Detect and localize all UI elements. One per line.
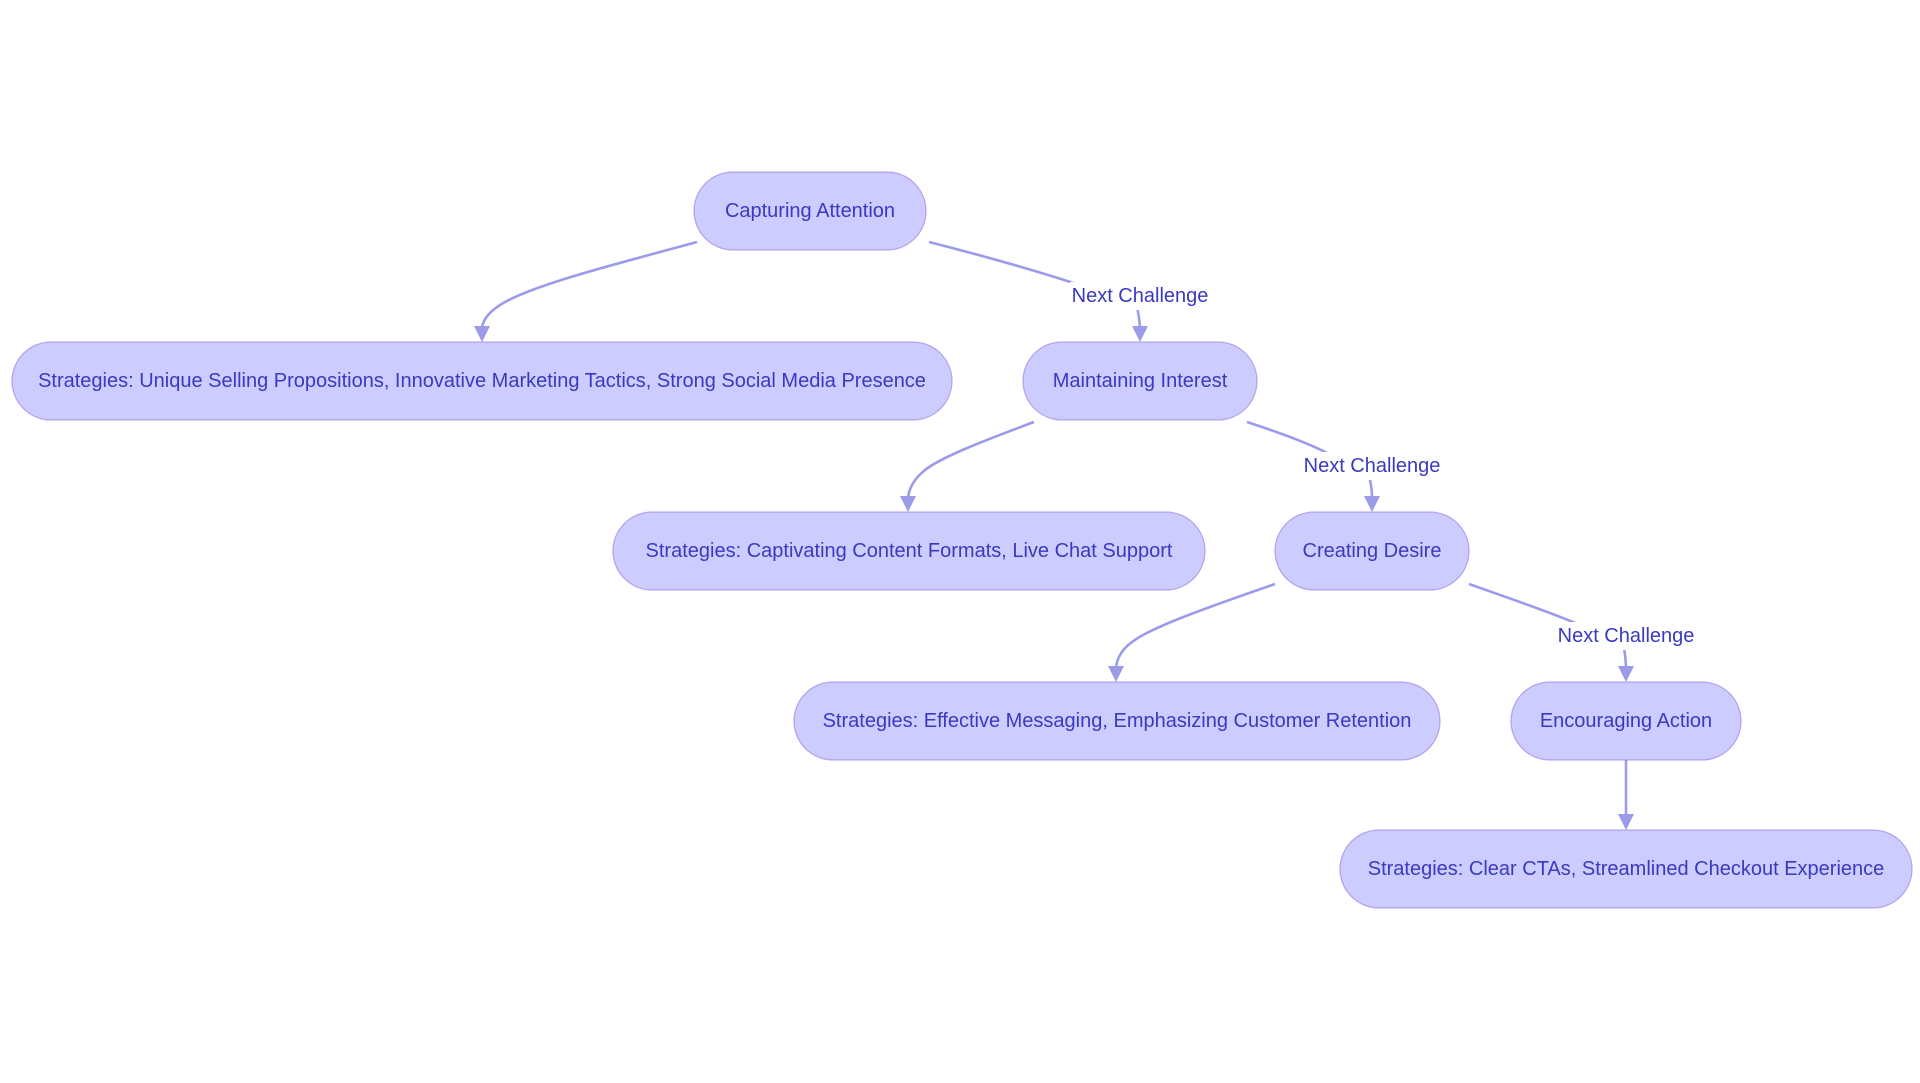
arrow-head-icon <box>900 496 916 512</box>
node-label: Strategies: Captivating Content Formats,… <box>646 540 1173 562</box>
edge-capturing-to-strategies-1 <box>474 240 698 342</box>
edge-label-background <box>1070 282 1210 310</box>
edge-label: Next Challenge <box>1304 455 1441 477</box>
arrow-head-icon <box>1618 814 1634 830</box>
node-label: Strategies: Unique Selling Propositions,… <box>38 370 926 392</box>
node-capturing-attention[interactable]: Capturing Attention <box>693 171 927 251</box>
edge-label: Next Challenge <box>1072 285 1209 307</box>
arrow-head-icon <box>474 326 490 342</box>
node-strategies-3[interactable]: Strategies: Effective Messaging, Emphasi… <box>793 681 1441 761</box>
node-label: Encouraging Action <box>1540 710 1712 732</box>
node-label: Strategies: Clear CTAs, Streamlined Chec… <box>1368 858 1885 880</box>
edges: Next Challenge Next Challenge Next Chall… <box>474 240 1696 830</box>
edge-label-background <box>1302 452 1442 480</box>
node-strategies-4[interactable]: Strategies: Clear CTAs, Streamlined Chec… <box>1339 829 1913 909</box>
edge-desire-to-strategies-3 <box>1108 582 1276 682</box>
edge-line <box>906 420 1035 501</box>
node-box <box>693 171 927 251</box>
edge-capturing-to-maintaining: Next Challenge <box>928 240 1210 342</box>
edge-maintaining-to-strategies-2 <box>900 420 1035 512</box>
edge-desire-to-action: Next Challenge <box>1468 582 1696 682</box>
edge-line <box>1114 582 1276 671</box>
node-box <box>1339 829 1913 909</box>
node-box <box>1022 341 1258 421</box>
node-box <box>1510 681 1742 761</box>
node-box <box>612 511 1206 591</box>
edge-label: Next Challenge <box>1558 625 1695 647</box>
arrow-head-icon <box>1108 666 1124 682</box>
node-label: Maintaining Interest <box>1053 370 1228 392</box>
edge-action-to-strategies-4 <box>1618 760 1634 830</box>
node-label: Creating Desire <box>1303 540 1442 562</box>
node-strategies-2[interactable]: Strategies: Captivating Content Formats,… <box>612 511 1206 591</box>
node-box <box>11 341 953 421</box>
node-strategies-1[interactable]: Strategies: Unique Selling Propositions,… <box>11 341 953 421</box>
node-label: Capturing Attention <box>725 200 895 222</box>
node-label: Strategies: Effective Messaging, Emphasi… <box>823 710 1412 732</box>
arrow-head-icon <box>1132 326 1148 342</box>
node-box <box>793 681 1441 761</box>
edge-maintaining-to-desire: Next Challenge <box>1246 420 1442 512</box>
edge-label-background <box>1556 622 1696 650</box>
arrow-head-icon <box>1618 666 1634 682</box>
node-creating-desire[interactable]: Creating Desire <box>1274 511 1470 591</box>
node-encouraging-action[interactable]: Encouraging Action <box>1510 681 1742 761</box>
node-box <box>1274 511 1470 591</box>
nodes: Capturing Attention Strategies: Unique S… <box>11 171 1913 909</box>
node-maintaining-interest[interactable]: Maintaining Interest <box>1022 341 1258 421</box>
arrow-head-icon <box>1364 496 1380 512</box>
edge-line <box>480 240 698 331</box>
